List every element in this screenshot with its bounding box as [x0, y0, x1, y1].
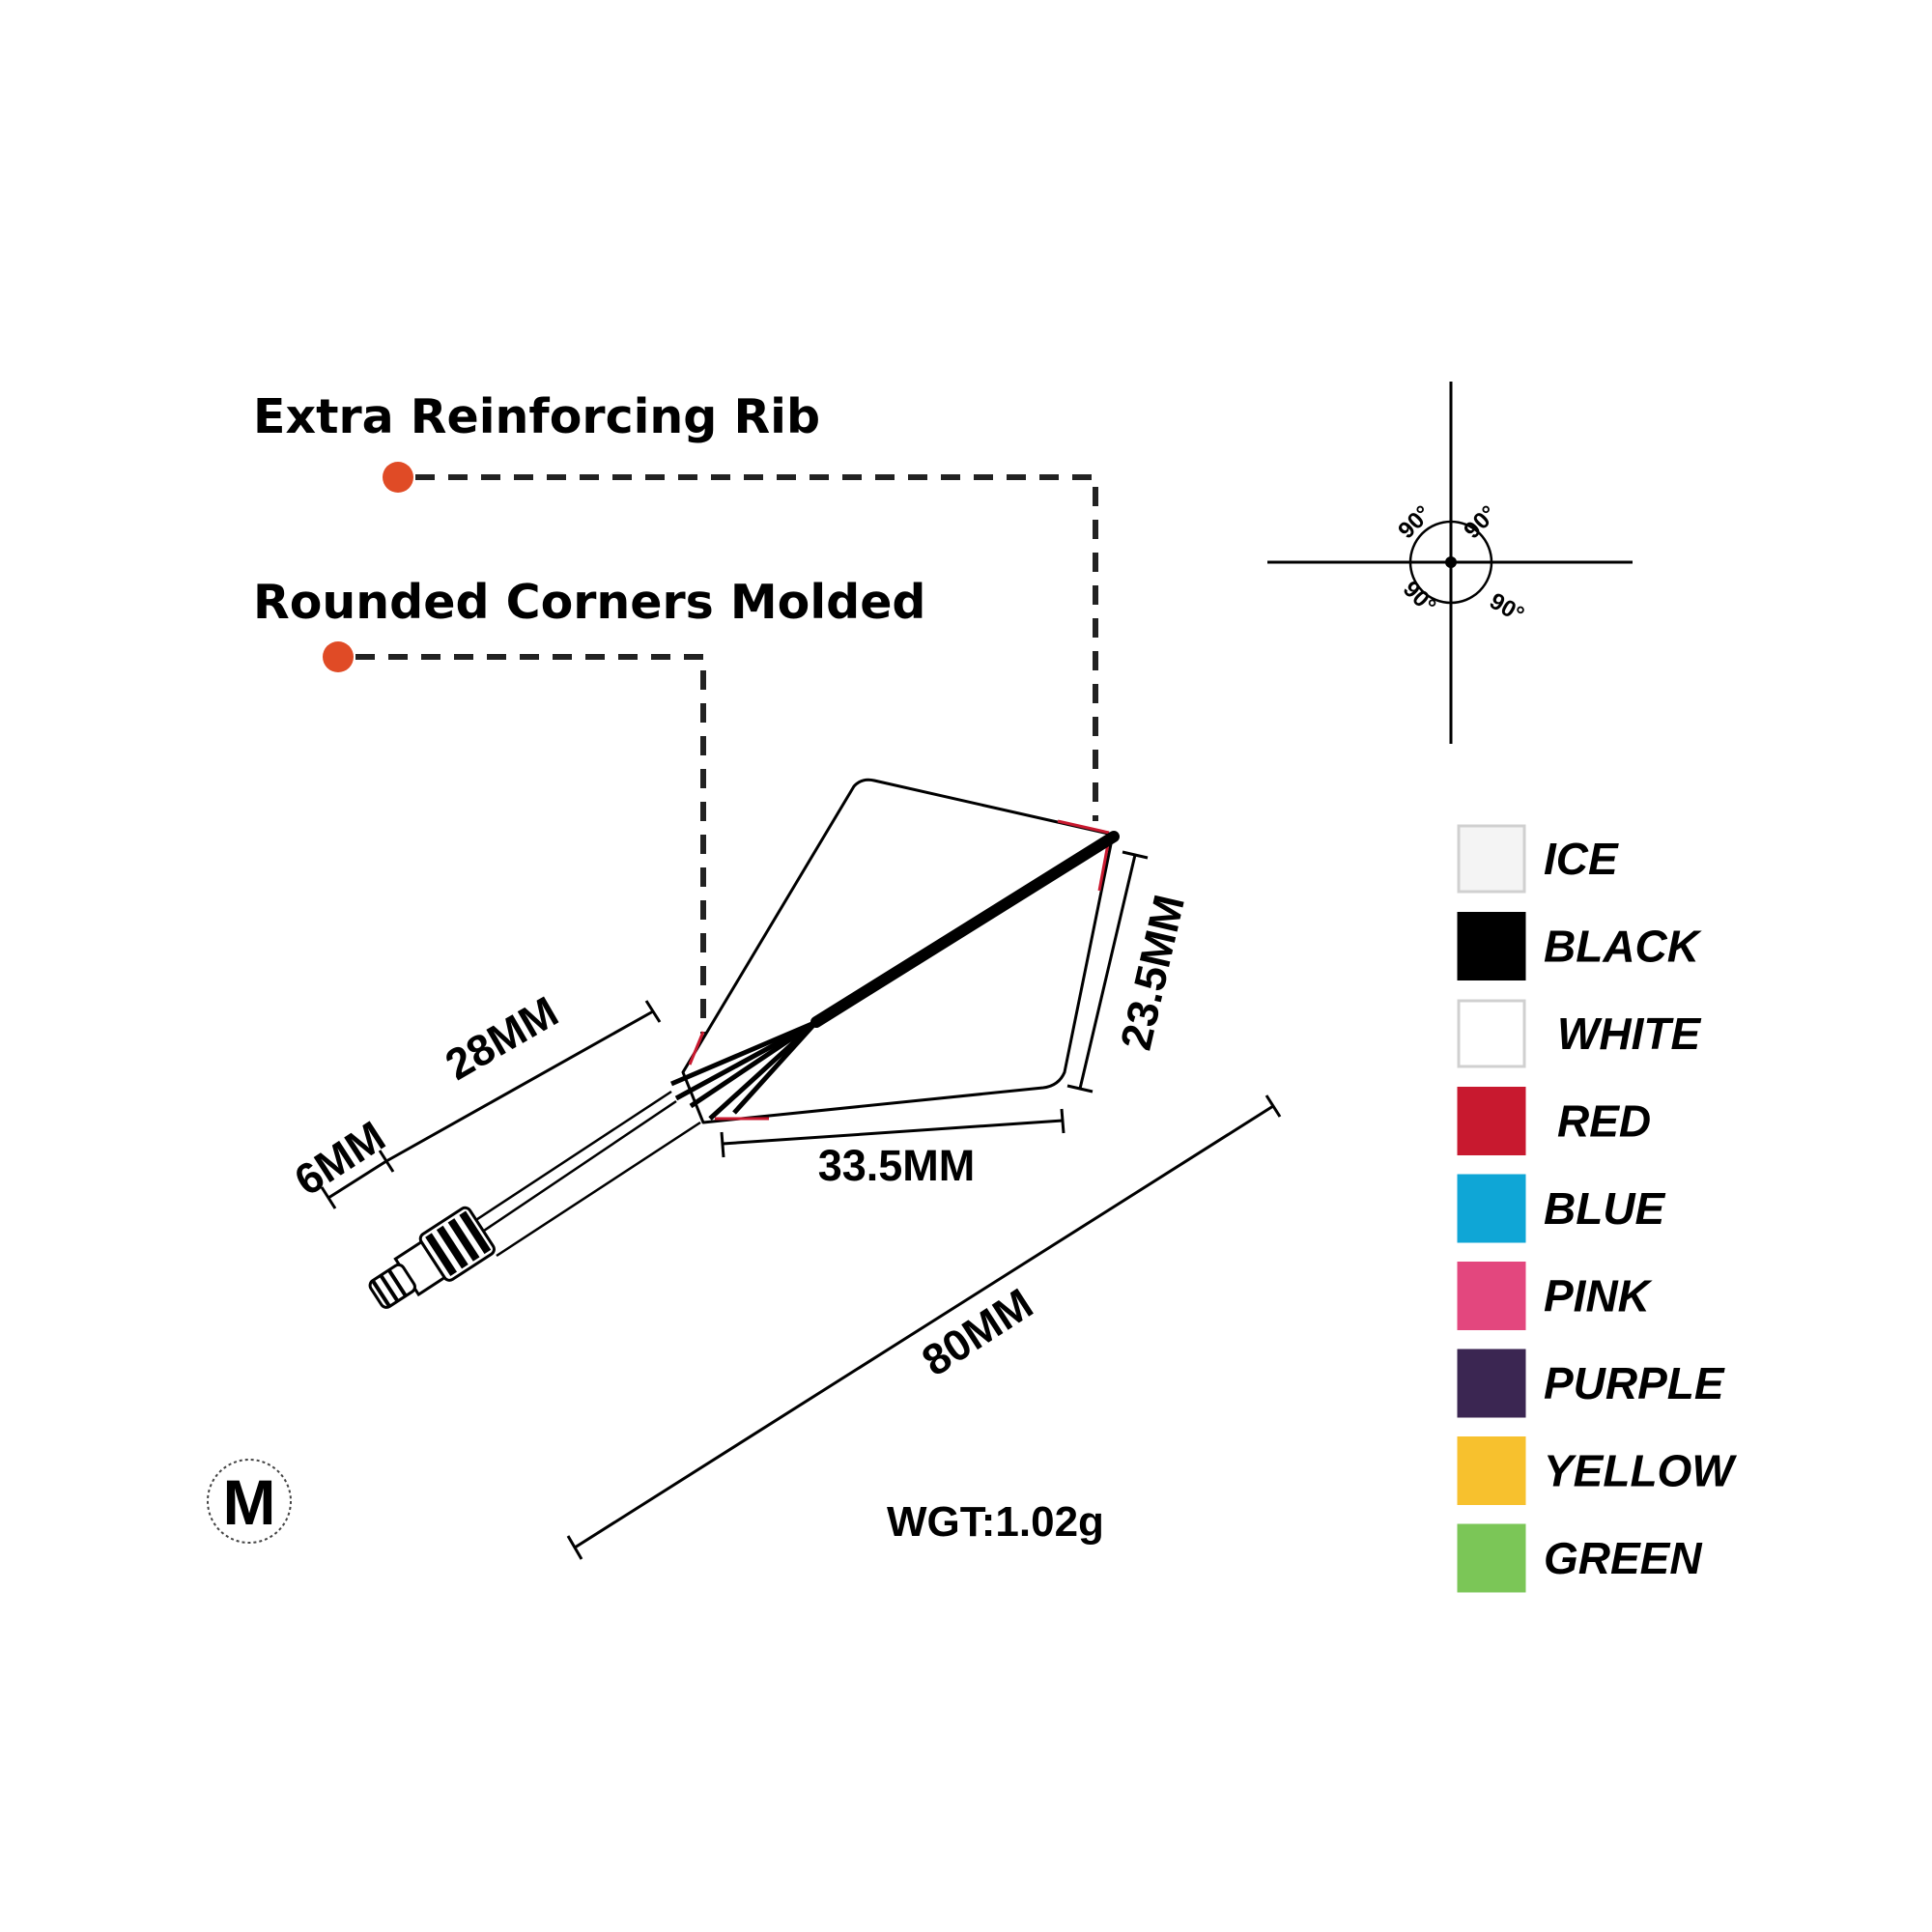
flight-center-rib [810, 831, 1120, 1028]
color-swatch-ice [1457, 824, 1526, 894]
color-option-ice: ICE [1457, 824, 1619, 894]
color-option-blue: BLUE [1457, 1174, 1666, 1243]
dim-28mm-label: 28MM [437, 986, 566, 1090]
angle-label-bottom-left: 90° [1398, 576, 1441, 619]
color-option-green: GREEN [1457, 1523, 1702, 1593]
color-swatch-black [1457, 912, 1526, 980]
corners-callout-leader [355, 654, 706, 1034]
dim-28mm-line [385, 1009, 654, 1163]
stem-collar [368, 1206, 496, 1309]
color-swatch-white [1457, 999, 1526, 1068]
color-name-pink: PINK [1544, 1271, 1653, 1321]
color-name-black: BLACK [1544, 922, 1702, 972]
rib-callout: Extra Reinforcing Rib [253, 389, 1098, 821]
rib-callout-leader [415, 474, 1098, 821]
color-option-red: RED [1457, 1087, 1651, 1155]
rib-callout-label: Extra Reinforcing Rib [253, 389, 820, 444]
color-name-purple: PURPLE [1544, 1358, 1725, 1408]
dim-23-5mm-label: 23.5MM [1111, 891, 1194, 1055]
angle-label-bottom-right: 90° [1485, 588, 1528, 629]
rib-callout-dot [383, 462, 413, 493]
flight-outline [681, 778, 1115, 1124]
color-swatch-blue [1457, 1174, 1526, 1243]
dim-6mm-line [327, 1159, 387, 1200]
angle-label-top-left: 90° [1393, 500, 1436, 544]
dim-23-5mm-line [1078, 854, 1137, 1090]
color-swatch-red [1457, 1087, 1526, 1155]
color-option-white: WHITE [1457, 999, 1702, 1068]
stem-shaft [465, 1090, 701, 1258]
dim-33-5mm-label: 33.5MM [818, 1141, 976, 1190]
color-option-yellow: YELLOW [1457, 1436, 1737, 1505]
weight-label: WGT:1.02g [887, 1498, 1104, 1546]
corners-callout-label: Rounded Corners Molded [253, 575, 926, 630]
dim-80mm-line [574, 1104, 1274, 1549]
angle-cross-icon: 90° 90° 90° 90° [1267, 382, 1633, 744]
color-name-red: RED [1557, 1096, 1651, 1147]
dimension-lines [320, 850, 1282, 1560]
dim-33-5mm-line [722, 1119, 1064, 1146]
color-option-pink: PINK [1457, 1262, 1653, 1330]
color-name-yellow: YELLOW [1544, 1446, 1737, 1496]
color-name-green: GREEN [1544, 1533, 1702, 1583]
color-option-purple: PURPLE [1457, 1349, 1725, 1418]
corners-callout: Rounded Corners Molded [253, 575, 926, 1034]
color-name-blue: BLUE [1544, 1183, 1666, 1234]
color-legend: ICE BLACK WHITE RED BLUE PINK PURPLE YELLOW GREE… [1457, 824, 1737, 1593]
dart-flight-drawing [368, 778, 1120, 1309]
color-swatch-pink [1457, 1262, 1526, 1330]
flight-root-ribs [670, 1019, 818, 1121]
size-badge: M [207, 1459, 292, 1544]
angle-label-top-right: 90° [1459, 500, 1502, 544]
corners-callout-dot [323, 641, 354, 672]
size-badge-letter: M [223, 1466, 276, 1538]
color-swatch-purple [1457, 1349, 1526, 1418]
color-swatch-yellow [1457, 1436, 1526, 1505]
color-name-white: WHITE [1557, 1009, 1702, 1059]
color-swatch-green [1457, 1523, 1526, 1593]
reinforcing-rib-accents [688, 819, 1111, 1121]
color-option-black: BLACK [1457, 912, 1702, 980]
color-name-ice: ICE [1544, 834, 1619, 884]
